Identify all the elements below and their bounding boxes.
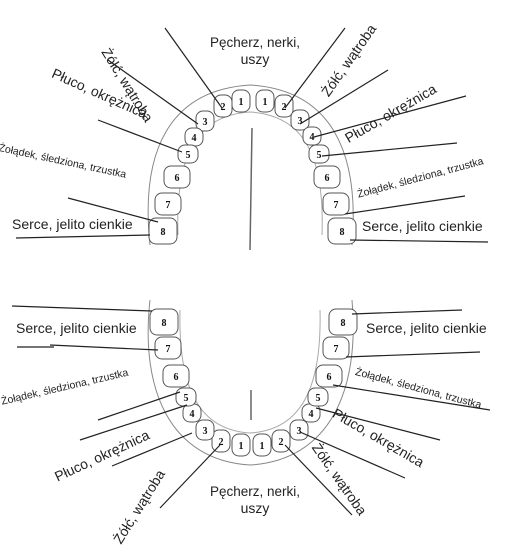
lower-jaw-outline xyxy=(147,299,354,466)
upper-right-tooth-number-8: 8 xyxy=(340,227,345,238)
lower-right-tooth-number-5: 5 xyxy=(316,393,321,404)
lower-left-tooth-7 xyxy=(154,336,182,360)
leader-line xyxy=(79,404,188,441)
lower-right-tooth-3 xyxy=(289,419,309,441)
upper-left-tooth-8 xyxy=(148,217,178,245)
upper-right-tooth-number-5: 5 xyxy=(317,150,322,161)
upper-jaw-outline xyxy=(147,84,354,246)
lower-left-heart-intestine-label: Serce, jelito cienkie xyxy=(16,320,137,336)
upper-right-tooth-8 xyxy=(327,217,357,245)
lower-left-tooth-number-2: 2 xyxy=(219,437,224,448)
leader-line xyxy=(315,407,441,441)
leader-line xyxy=(107,59,199,125)
upper-right-heart-intestine-label: Serce, jelito cienkie xyxy=(362,218,483,234)
leader-line xyxy=(11,305,153,312)
leader-line xyxy=(111,432,193,467)
upper-left-tooth-number-4: 4 xyxy=(192,133,197,144)
leader-line xyxy=(344,195,466,215)
upper-right-tooth-number-3: 3 xyxy=(298,116,303,127)
upper-left-tooth-number-3: 3 xyxy=(203,117,208,128)
leader-line xyxy=(345,351,481,358)
leader-line xyxy=(349,239,489,243)
lower-left-tooth-8 xyxy=(149,308,179,336)
lower-left-tooth-1 xyxy=(231,433,251,457)
lower-right-tooth-number-6: 6 xyxy=(327,372,332,383)
lower-left-tooth-number-8: 8 xyxy=(162,318,167,329)
lower-left-tooth-2 xyxy=(211,429,231,453)
lower-left-tooth-number-5: 5 xyxy=(184,393,189,404)
upper-left-tooth-3 xyxy=(195,110,215,132)
bottom-bladder-kidney-label: Pęcherz, nerki,uszy xyxy=(209,484,301,516)
upper-right-tooth-1 xyxy=(255,89,275,113)
upper-left-tooth-6 xyxy=(163,165,191,189)
lower-left-tooth-5 xyxy=(175,387,197,407)
upper-midline xyxy=(249,127,253,251)
leader-line xyxy=(164,27,223,109)
lower-right-tooth-number-1: 1 xyxy=(260,441,265,452)
leader-line xyxy=(284,444,353,516)
upper-right-tooth-7 xyxy=(322,192,350,216)
lower-left-tooth-3 xyxy=(195,419,215,441)
upper-left-tooth-number-5: 5 xyxy=(186,150,191,161)
lower-right-tooth-8 xyxy=(328,308,358,336)
lower-right-tooth-6 xyxy=(315,364,343,388)
leader-line xyxy=(321,142,458,157)
upper-right-tooth-5 xyxy=(308,144,330,164)
lower-right-tooth-2 xyxy=(271,429,291,453)
lower-left-tooth-number-4: 4 xyxy=(190,409,195,420)
upper-right-tooth-number-4: 4 xyxy=(310,132,315,143)
lower-left-tooth-6 xyxy=(162,364,190,388)
upper-left-heart-intestine-label: Serce, jelito cienkie xyxy=(12,216,133,232)
upper-right-tooth-4 xyxy=(302,126,322,146)
leader-line xyxy=(15,234,151,239)
leader-line xyxy=(49,344,159,351)
upper-left-tooth-5 xyxy=(177,144,199,164)
lower-right-tooth-7 xyxy=(322,336,350,360)
upper-left-tooth-number-1: 1 xyxy=(239,97,244,108)
leader-line xyxy=(299,431,406,479)
upper-right-tooth-3 xyxy=(290,109,310,131)
upper-right-tooth-number-7: 7 xyxy=(334,200,339,211)
leader-line xyxy=(67,197,159,223)
upper-left-tooth-number-2: 2 xyxy=(221,102,226,113)
lower-right-heart-intestine-label: Serce, jelito cienkie xyxy=(366,320,487,336)
upper-left-tooth-7 xyxy=(154,192,182,216)
lower-right-tooth-number-2: 2 xyxy=(279,437,284,448)
lower-right-tooth-number-4: 4 xyxy=(309,409,314,420)
leader-line xyxy=(97,391,181,421)
lower-right-tooth-number-7: 7 xyxy=(334,344,339,355)
upper-right-tooth-6 xyxy=(313,165,341,189)
leader-line xyxy=(299,69,389,125)
upper-left-tooth-number-6: 6 xyxy=(175,173,180,184)
leader-line xyxy=(332,384,491,411)
lower-left-tooth-number-6: 6 xyxy=(174,372,179,383)
lower-right-tooth-number-8: 8 xyxy=(341,318,346,329)
leader-line xyxy=(313,95,467,138)
leader-line xyxy=(284,27,346,109)
upper-left-tooth-number-8: 8 xyxy=(161,227,166,238)
upper-left-tooth-2 xyxy=(213,94,233,118)
lower-right-tooth-5 xyxy=(307,387,329,407)
upper-right-tooth-2 xyxy=(274,94,294,118)
lower-left-tooth-number-1: 1 xyxy=(239,441,244,452)
top-bladder-kidney-label: Pęcherz, nerki,uszy xyxy=(209,35,301,67)
upper-right-tooth-number-2: 2 xyxy=(282,102,287,113)
upper-right-tooth-number-6: 6 xyxy=(325,173,330,184)
leader-line xyxy=(159,444,221,509)
upper-left-tooth-number-7: 7 xyxy=(166,200,171,211)
lower-right-tooth-1 xyxy=(252,433,272,457)
lower-left-tooth-number-7: 7 xyxy=(166,344,171,355)
lower-left-tooth-number-3: 3 xyxy=(203,426,208,437)
upper-right-tooth-number-1: 1 xyxy=(263,97,268,108)
lower-right-tooth-number-3: 3 xyxy=(297,426,302,437)
leader-line xyxy=(97,119,183,153)
leader-line xyxy=(351,309,463,315)
